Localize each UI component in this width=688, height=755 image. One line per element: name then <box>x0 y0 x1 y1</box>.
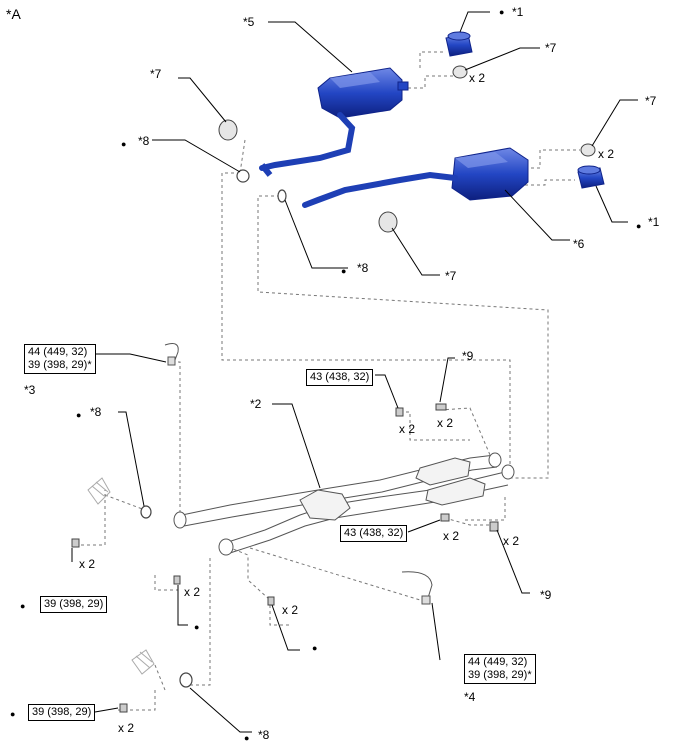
bullet: ● <box>636 221 642 231</box>
callout-8-left: *8 <box>90 405 102 419</box>
qty-nut-lower: x 2 <box>443 529 460 543</box>
bullet: ● <box>76 410 82 420</box>
callout-7-upper: *7 <box>545 41 557 55</box>
bolt-icons <box>71 403 499 713</box>
qty-bolt-center: x 2 <box>282 603 299 617</box>
bracket-icons <box>87 477 155 675</box>
bullet: ● <box>499 7 505 17</box>
callout-8-lower: *8 <box>258 728 270 742</box>
oxygen-sensor-upper <box>164 343 179 366</box>
callout-9-upper: *9 <box>462 349 474 363</box>
rubber-support-icons <box>218 65 596 233</box>
qty-nut-upper: x 2 <box>399 422 416 436</box>
torque-box-nut-upper: 43 (438, 32) <box>306 369 374 386</box>
callout-5: *5 <box>243 15 255 29</box>
callout-9-lower: *9 <box>540 588 552 602</box>
leader-lines <box>71 11 638 733</box>
qty-bolt-center-left: x 2 <box>184 585 201 599</box>
qty-stud-upper: x 2 <box>437 416 454 430</box>
callout-7-mid: *7 <box>445 269 457 283</box>
bullet: ● <box>121 139 127 149</box>
qty-stud-lower: x 2 <box>503 534 520 548</box>
torque-sensor-line2: 39 (398, 29)* <box>28 359 92 371</box>
bullet: ● <box>244 733 250 743</box>
qty-bolt-lower: x 2 <box>118 721 135 735</box>
assembly-dashed-lines <box>75 51 580 711</box>
callout-1-lower: *1 <box>648 215 660 229</box>
bullet: ● <box>20 601 26 611</box>
front-muffler <box>259 67 409 177</box>
torque-bolt-left-value: 39 (398, 29) <box>44 598 104 610</box>
torque-box-bolt-lower: 39 (398, 29) <box>28 704 96 721</box>
bullet: ● <box>312 643 318 653</box>
qty-bolt-left: x 2 <box>79 557 96 571</box>
oxygen-sensor-lower <box>401 571 433 605</box>
tail-pipe-upper <box>445 31 473 57</box>
qty-tailpipe-support: x 2 <box>469 71 486 85</box>
callout-8-upper: *8 <box>138 134 150 148</box>
qty-rear-support: x 2 <box>598 147 615 161</box>
torque-nut-lower-value: 43 (438, 32) <box>344 527 404 539</box>
torque-sensor-line1: 44 (449, 32) <box>28 346 88 358</box>
front-exhaust-pipe <box>173 452 515 556</box>
torque-sensor-lower-line2: 39 (398, 29)* <box>468 669 532 681</box>
callout-3: *3 <box>24 383 36 397</box>
callout-7-right: *7 <box>645 94 657 108</box>
rear-muffler <box>302 147 529 208</box>
torque-bolt-lower-value: 39 (398, 29) <box>32 706 92 718</box>
callout-7-left: *7 <box>150 67 162 81</box>
gasket-icons <box>140 169 287 688</box>
callout-1-upper: *1 <box>512 5 524 19</box>
callout-8-mid: *8 <box>357 261 369 275</box>
torque-box-bolt-left: 39 (398, 29) <box>40 596 108 613</box>
torque-sensor-lower-line1: 44 (449, 32) <box>468 656 528 668</box>
torque-box-sensor-upper: 44 (449, 32) 39 (398, 29)* <box>24 344 96 374</box>
torque-box-sensor-lower: 44 (449, 32) 39 (398, 29)* <box>464 654 536 684</box>
torque-nut-upper-value: 43 (438, 32) <box>310 371 370 383</box>
bullet: ● <box>194 622 200 632</box>
bullet: ● <box>10 709 16 719</box>
callout-2: *2 <box>250 397 262 411</box>
callout-6: *6 <box>573 237 585 251</box>
tail-pipe-lower <box>577 165 605 189</box>
figure-id: *A <box>6 6 21 22</box>
callout-4: *4 <box>464 690 476 704</box>
bullet: ● <box>341 266 347 276</box>
torque-box-nut-lower: 43 (438, 32) <box>340 525 408 542</box>
